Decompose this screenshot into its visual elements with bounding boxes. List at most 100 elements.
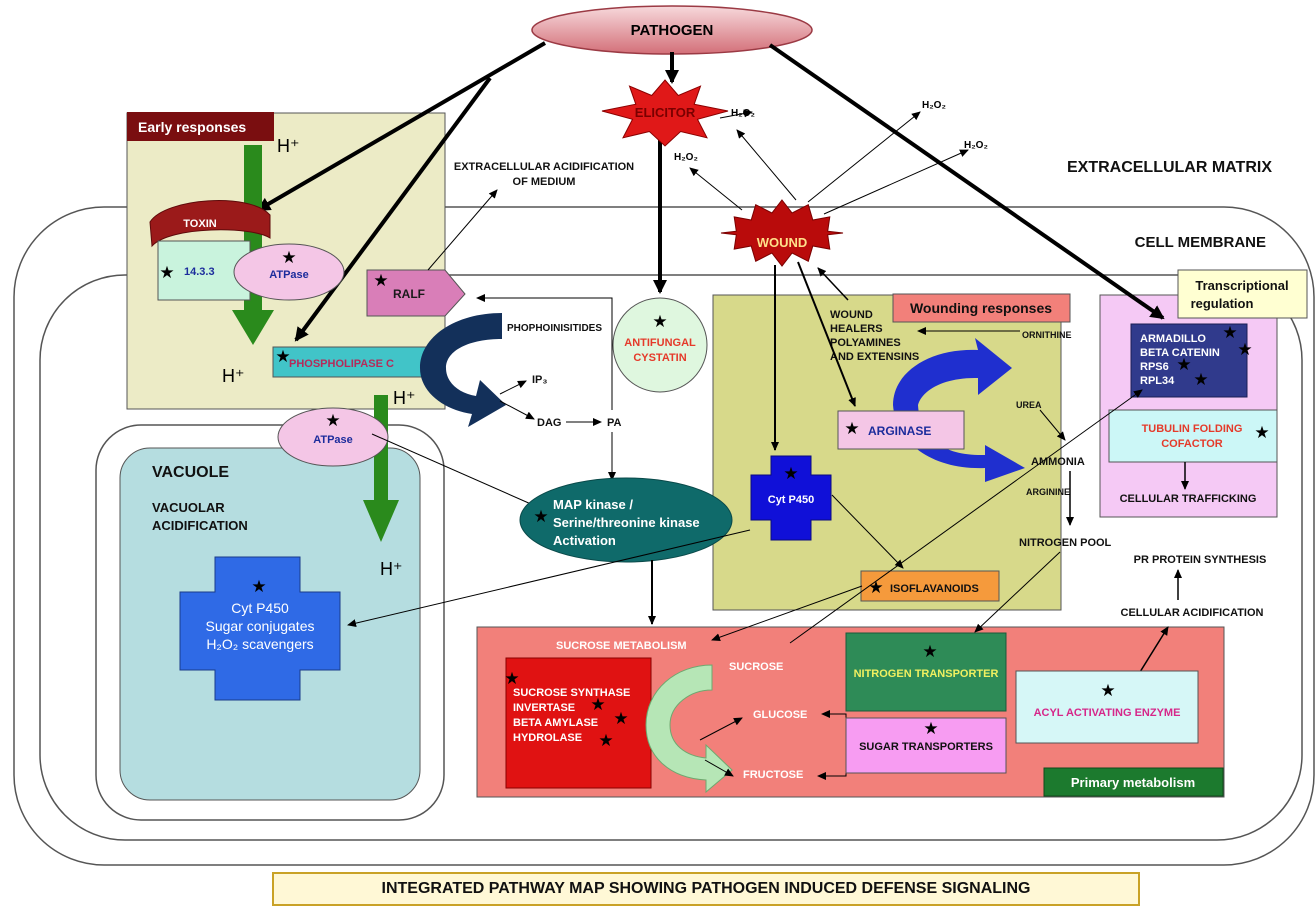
cellular-trafficking-label: CELLULAR TRAFFICKING — [1120, 493, 1257, 505]
nitrogen-transporter-box — [845, 632, 1007, 712]
arrow-sucrose-to-transcription — [789, 389, 1143, 644]
arrow-ralf-to-acidification — [427, 189, 498, 271]
phospholipase-c-label: PHOSPHOLIPASE C — [289, 358, 394, 370]
tubulin-star: ★ — [1254, 423, 1269, 442]
ralf-label: RALF — [393, 287, 425, 301]
arginase-label: ARGINASE — [868, 424, 931, 438]
cell-membrane-outline — [39, 274, 1303, 841]
wound-healers-line-4: AND EXTENSINS — [830, 351, 919, 363]
enzyme-star-2: ★ — [590, 695, 605, 714]
enzyme-invertase: INVERTASE — [513, 702, 575, 714]
toxin-label: TOXIN — [183, 218, 216, 230]
vacuole-box-line-2: Sugar conjugates — [206, 618, 315, 634]
ralf-node — [366, 269, 466, 317]
early-responses-title: Early responses — [138, 119, 246, 135]
phosphoinositide-curved-arrow — [420, 313, 506, 427]
pa-label: PA — [607, 417, 622, 429]
cyt-p450-wound-star: ★ — [783, 464, 798, 483]
fructose-label: FRUCTOSE — [743, 769, 803, 781]
transcriptional-regulation-line-2: regulation — [1191, 296, 1254, 311]
h2o2-label-1: H₂O₂ — [731, 108, 755, 119]
vacuole-box-line-3: H₂O₂ scavengers — [206, 636, 313, 652]
sugar-transporters-label: SUGAR TRANSPORTERS — [859, 741, 993, 753]
h-plus-top: H⁺ — [277, 136, 300, 156]
tubulin-cofactor-box — [1108, 409, 1278, 463]
wound-healers-line-1: WOUND — [830, 309, 873, 321]
factor-armadillo: ARMADILLO — [1140, 333, 1206, 345]
phospholipase-c-box — [272, 346, 431, 378]
atpase-membrane-star: ★ — [281, 248, 296, 267]
phosphoinositides-label: PHOPHOINISITIDES — [507, 323, 602, 334]
wounding-responses-panel — [712, 294, 1062, 611]
sugar-transporters-star: ★ — [923, 719, 938, 738]
h2o2-label-2: H₂O₂ — [674, 152, 698, 163]
nitrogen-transporter-label: NITROGEN TRANSPORTER — [854, 668, 999, 680]
sucrose-enzymes-box — [505, 657, 652, 789]
extracellular-acidification-line-2: OF MEDIUM — [513, 176, 576, 188]
arrow-wound-to-healers — [817, 267, 849, 301]
sucrose-metabolism-label: SUCROSE METABOLISM — [556, 640, 687, 652]
arginase-cycle-arrow-top — [893, 338, 1012, 405]
factor-star-3: ★ — [1176, 355, 1191, 374]
sugar-transporters-box — [845, 717, 1007, 774]
primary-metabolism-header — [1043, 767, 1224, 797]
atpase-tonoplast — [277, 407, 389, 467]
arrow-wound-h2o2-right — [823, 149, 969, 215]
wounding-responses-title: Wounding responses — [910, 300, 1052, 316]
h2o2-label-4: H₂O₂ — [964, 140, 988, 151]
transcriptional-regulation-header — [1177, 269, 1308, 319]
cell-wall-outline — [13, 206, 1315, 866]
cellular-acidification-label: CELLULAR ACIDIFICATION — [1121, 607, 1264, 619]
nitrogen-transporter-star: ★ — [922, 642, 937, 661]
vacuole-box-line-1: Cyt P450 — [231, 600, 289, 616]
map-kinase-star: ★ — [533, 507, 548, 526]
enzyme-star-1: ★ — [504, 669, 519, 688]
arrow-pa-to-phosphoinositides — [476, 294, 613, 410]
map-kinase-line-2: Serine/threonine kinase — [553, 515, 700, 530]
protein-1433-star: ★ — [159, 263, 174, 282]
ralf-star: ★ — [373, 271, 388, 290]
h-plus-bottom-left: H⁺ — [222, 366, 245, 386]
cyt-p450-wound-box — [750, 455, 832, 541]
arrow-wound-to-arginase — [797, 261, 856, 407]
urea-label: UREA — [1016, 400, 1042, 410]
factor-beta-catenin: BETA CATENIN — [1140, 347, 1220, 359]
arrow-wound-h2o2-top — [807, 111, 921, 203]
early-responses-header — [127, 112, 274, 141]
atpase-membrane — [233, 243, 345, 301]
vacuole-label: VACUOLE — [152, 464, 229, 481]
h2o2-label-3: H₂O₂ — [922, 100, 946, 111]
arrow-pathogen-to-transcription — [768, 43, 1165, 320]
nitrogen-pool-label: NITROGEN POOL — [1019, 537, 1112, 549]
proton-efflux-arrow — [232, 145, 274, 345]
cell-membrane-label: CELL MEMBRANE — [1135, 234, 1266, 251]
vacuolar-acidification-line-1: VACUOLAR — [152, 500, 225, 515]
arrow-elicitor-h2o2 — [719, 109, 753, 119]
arrow-pathogen-to-phospholipase — [294, 76, 492, 342]
figure-caption: INTEGRATED PATHWAY MAP SHOWING PATHOGEN … — [272, 872, 1140, 906]
factor-rps6: RPS6 — [1140, 361, 1169, 373]
antifungal-cystatin-node — [612, 297, 708, 393]
atpase-tonoplast-label: ATPase — [313, 434, 353, 446]
arrow-to-fructose — [704, 759, 734, 777]
cystatin-label-line-2: CYSTATIN — [633, 352, 686, 364]
vacuole-membrane — [95, 424, 445, 821]
enzyme-sucrose-synthase: SUCROSE SYNTHASE — [513, 687, 630, 699]
factor-star-2: ★ — [1237, 340, 1252, 359]
isoflavanoids-star: ★ — [868, 578, 883, 597]
map-kinase-line-3: Activation — [553, 533, 616, 548]
transcriptional-regulation-line-1: Transcriptional — [1195, 278, 1288, 293]
arrow-urea-to-ammonia — [1039, 409, 1066, 441]
arrow-cyt-p450-to-vacuole — [347, 529, 751, 628]
wound-healers-line-3: POLYAMINES — [830, 337, 901, 349]
sucrose-label: SUCROSE — [729, 661, 783, 673]
transcription-factors-box — [1130, 323, 1248, 398]
arrow-isoflavanoids-to-sucrose-metabolism — [711, 585, 863, 642]
tubulin-line-1: TUBULIN FOLDING — [1142, 423, 1243, 435]
vacuole-cyt-p450-box — [179, 556, 341, 701]
ornithine-label: ORNITHINE — [1022, 330, 1072, 340]
extracellular-matrix-label: EXTRACELLULAR MATRIX — [1067, 159, 1272, 176]
arginine-label: ARGININE — [1026, 487, 1070, 497]
sucrose-split-arrow — [645, 664, 733, 794]
